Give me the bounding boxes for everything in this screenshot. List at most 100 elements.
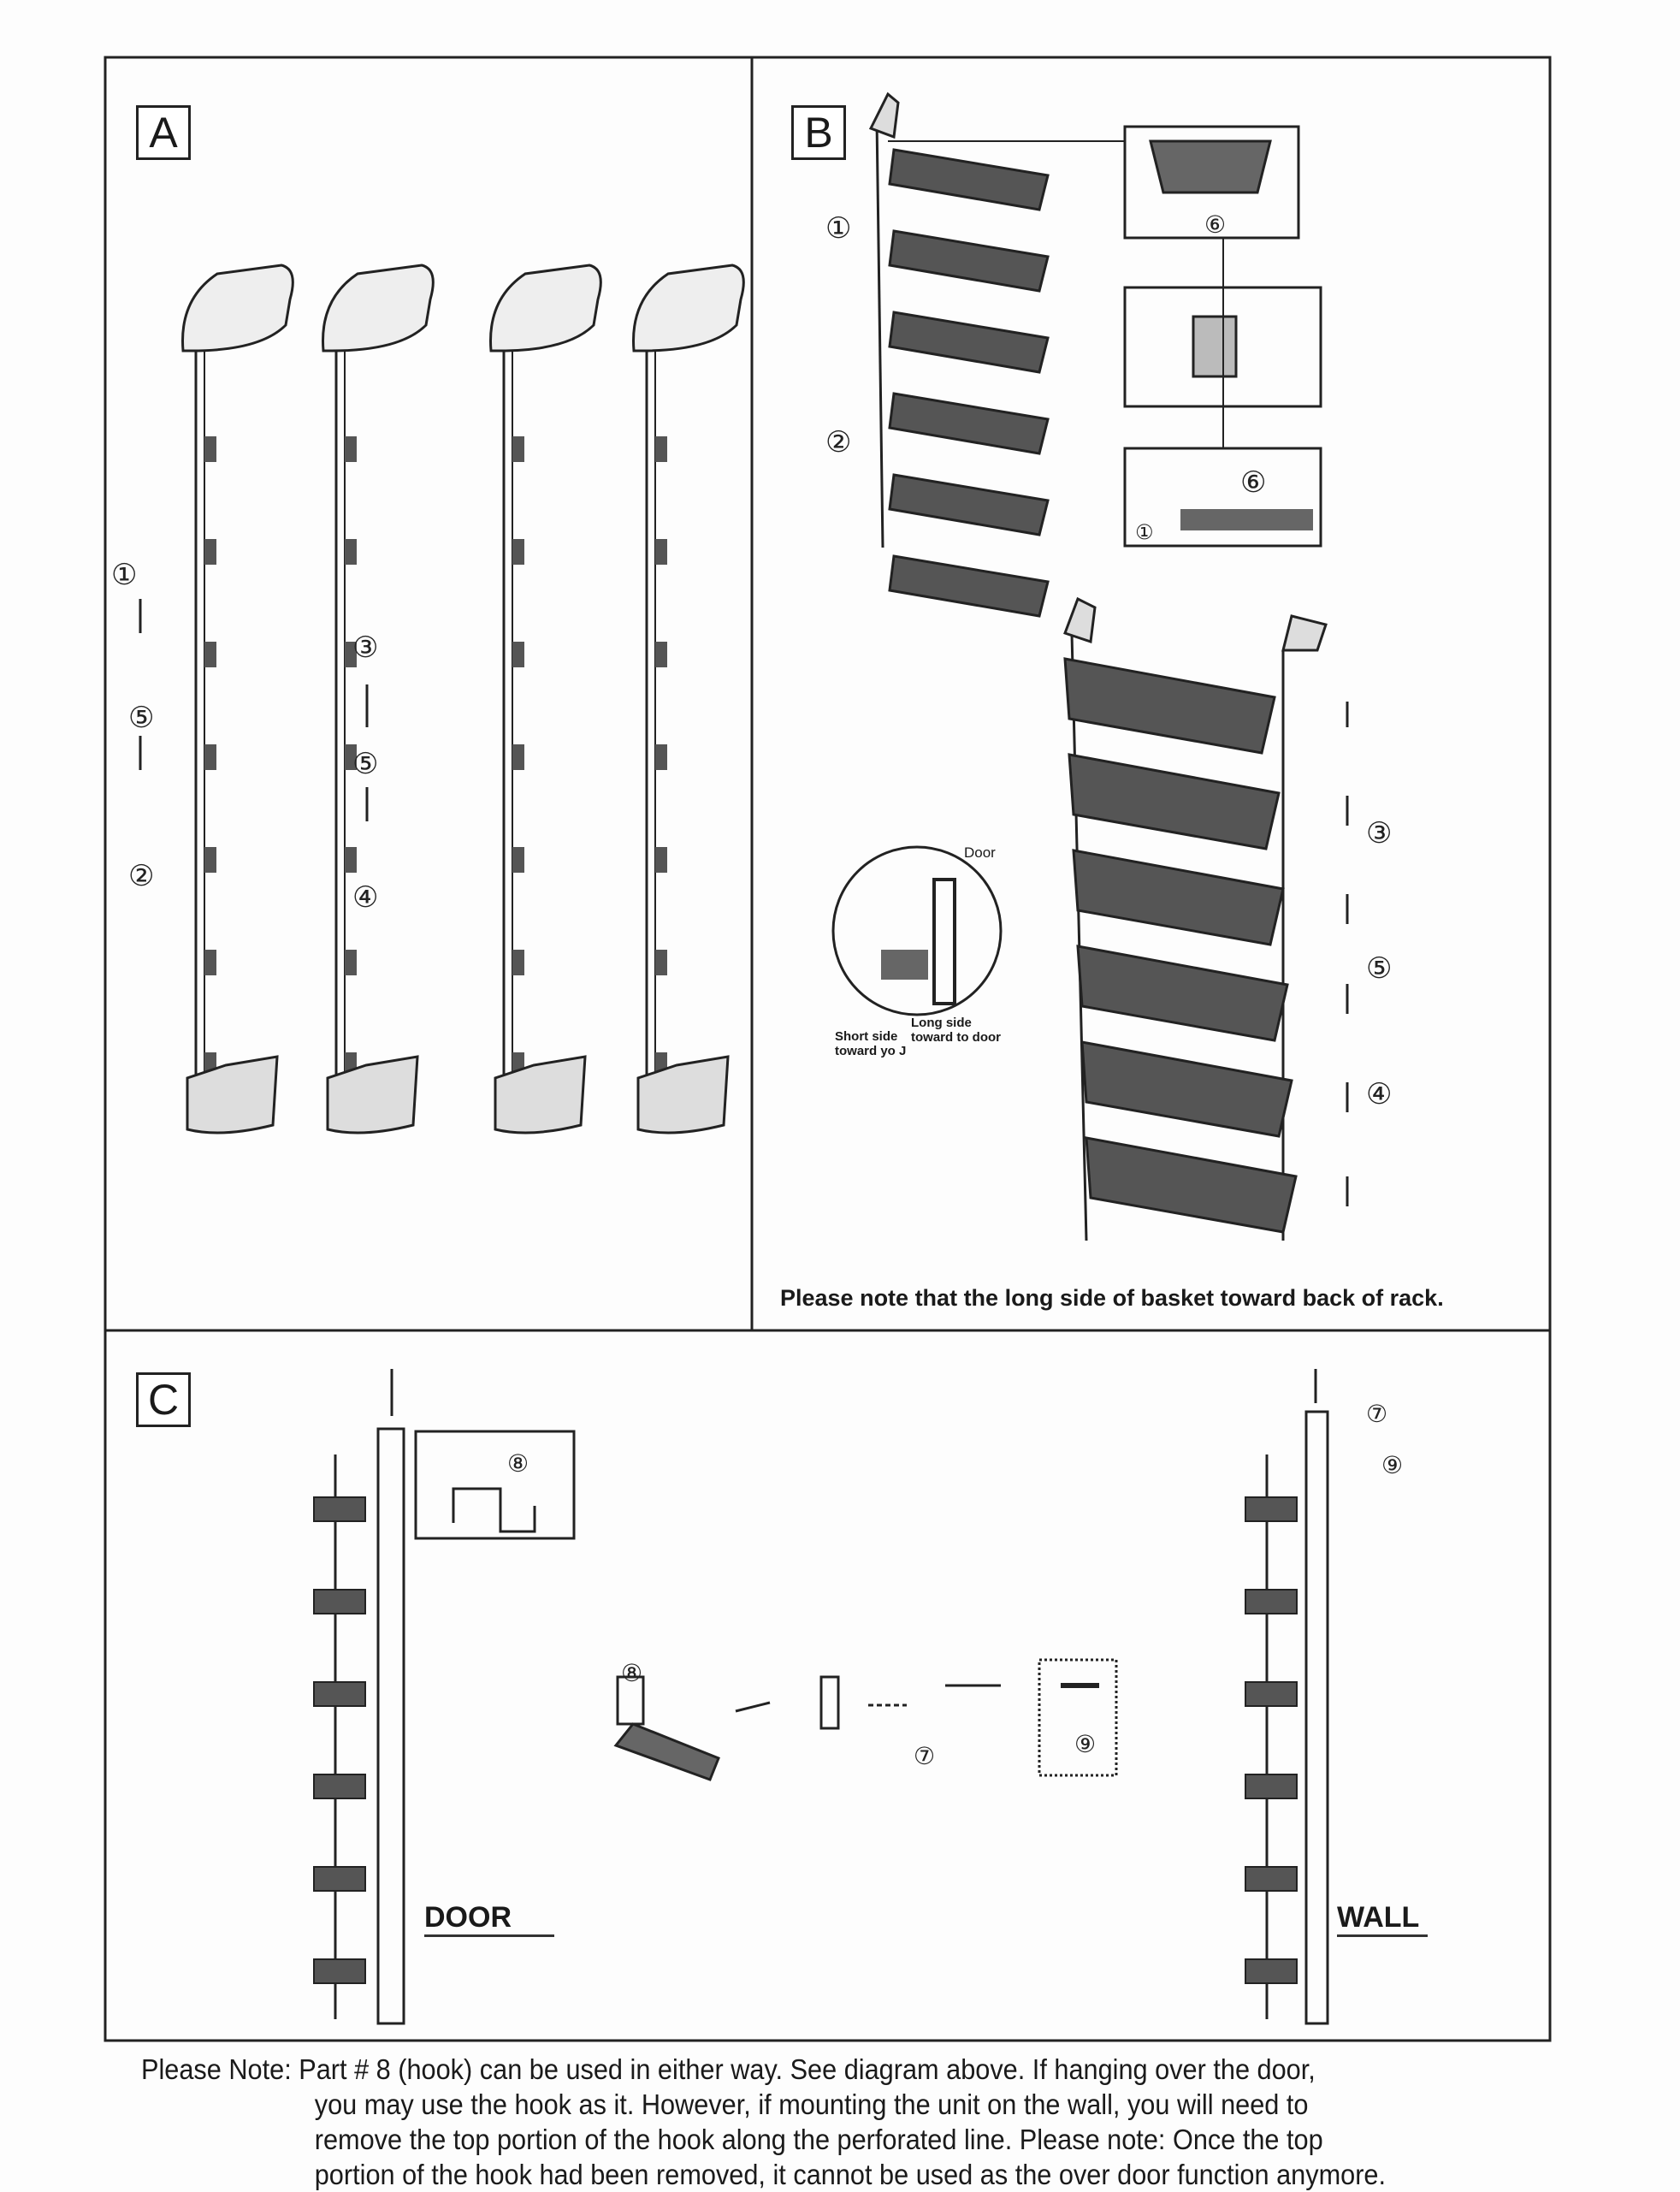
- door-panel: [376, 1427, 405, 2025]
- rack-top-cap: [1063, 596, 1097, 644]
- basket-clip: [204, 539, 216, 565]
- basket: [1245, 1866, 1298, 1892]
- basket: [313, 1866, 366, 1892]
- basket-clip: [204, 950, 216, 975]
- rod-foot: [186, 1055, 279, 1135]
- panel-c-label: C: [136, 1372, 191, 1427]
- door-label-b: Door: [964, 844, 996, 861]
- basket-orientation-note: Please note that the long side of basket…: [780, 1285, 1444, 1311]
- basket-clip: [345, 744, 357, 770]
- step-2-a: ②: [128, 859, 154, 893]
- wall-section: [1038, 1658, 1118, 1777]
- basket: [1245, 1774, 1298, 1799]
- basket: [1080, 1040, 1293, 1138]
- basket-clip: [345, 950, 357, 975]
- footer-note-line1: Part # 8 (hook) can be used in either wa…: [299, 2053, 1316, 2085]
- rack-top-cap: [868, 92, 900, 139]
- basket: [313, 1774, 366, 1799]
- wall-label: WALL: [1337, 1901, 1429, 1937]
- basket-clip: [204, 436, 216, 462]
- rod-foot: [636, 1055, 730, 1135]
- basket-clip: [512, 436, 524, 462]
- footer-note-line4: portion of the hook had been removed, it…: [314, 2159, 1387, 2190]
- footer-note-line3: remove the top portion of the hook along…: [314, 2124, 1323, 2155]
- basket: [313, 1496, 366, 1522]
- basket: [1076, 945, 1289, 1042]
- step-9-c: ⑨: [1074, 1730, 1096, 1758]
- panel-b-label: B: [791, 105, 846, 160]
- basket: [888, 148, 1050, 211]
- step-4-a: ④: [352, 880, 378, 915]
- rack-rod: [875, 119, 884, 548]
- step-8-c2: ⑧: [621, 1659, 642, 1687]
- step-8-c: ⑧: [507, 1449, 529, 1478]
- step-3-a: ③: [352, 631, 378, 665]
- wall-panel: [1304, 1410, 1329, 2025]
- rod-foot: [326, 1055, 419, 1135]
- footer-note: Please Note: Part # 8 (hook) can be used…: [141, 2052, 1386, 2192]
- basket-clip: [655, 950, 667, 975]
- basket: [1072, 849, 1285, 946]
- detail-circle: [831, 845, 1003, 1016]
- step-9-c2: ⑨: [1381, 1451, 1403, 1479]
- basket-clip: [512, 539, 524, 565]
- basket: [888, 229, 1050, 293]
- basket-section: [881, 950, 928, 980]
- door-section: [932, 878, 956, 1005]
- step-2-b: ②: [825, 425, 851, 459]
- basket-clip: [345, 436, 357, 462]
- basket-edge: [1180, 509, 1313, 530]
- basket-clip: [512, 744, 524, 770]
- hook-part: [613, 1722, 720, 1781]
- step-7-c2: ⑦: [1366, 1400, 1387, 1428]
- inset-basket: [1149, 139, 1272, 194]
- basket: [888, 311, 1050, 374]
- step-1-b2: ①: [1135, 520, 1154, 544]
- hook-shape: [452, 1487, 536, 1533]
- basket-clip: [655, 642, 667, 667]
- step-1-a: ①: [111, 558, 137, 592]
- basket-clip: [655, 744, 667, 770]
- footer-note-line2: you may use the hook as it. However, if …: [314, 2088, 1309, 2120]
- basket: [1245, 1589, 1298, 1614]
- basket: [1085, 1136, 1298, 1234]
- basket-clip: [512, 847, 524, 873]
- panel-a-label: A: [136, 105, 191, 160]
- long-side-line1: Long side: [911, 1016, 972, 1030]
- hook-inset-box: [414, 1430, 576, 1540]
- panel-b-racks: [831, 92, 1349, 1241]
- step-5-a2: ⑤: [352, 747, 378, 781]
- basket: [1245, 1681, 1298, 1707]
- clip: [1192, 315, 1238, 378]
- rack-rod: [1070, 632, 1088, 1241]
- basket-clip: [204, 642, 216, 667]
- rod-top-cap: [632, 264, 745, 352]
- short-side-line2: toward yo J: [835, 1044, 907, 1058]
- step-6-b: ⑥: [1204, 210, 1226, 239]
- basket-clip: [655, 436, 667, 462]
- step-5-a: ⑤: [128, 701, 154, 735]
- basket: [888, 554, 1050, 618]
- rod-foot: [494, 1055, 587, 1135]
- basket: [313, 1681, 366, 1707]
- basket-clip: [204, 847, 216, 873]
- outer-frame: [104, 56, 1552, 2042]
- basket: [1245, 1958, 1298, 1984]
- basket-clip: [345, 642, 357, 667]
- long-side-line2: toward to door: [911, 1030, 1001, 1045]
- hook-separated: [819, 1675, 840, 1730]
- basket: [1245, 1496, 1298, 1522]
- inset-basket-box: [1123, 125, 1300, 240]
- step-1-b: ①: [825, 211, 851, 246]
- basket-clip: [512, 642, 524, 667]
- basket-clip: [345, 847, 357, 873]
- panel-a-rods: [139, 264, 745, 1135]
- basket-clip: [512, 950, 524, 975]
- door-label: DOOR: [424, 1901, 554, 1937]
- basket: [1068, 753, 1281, 850]
- rod-top-cap: [489, 264, 602, 352]
- rod-top-cap: [322, 264, 435, 352]
